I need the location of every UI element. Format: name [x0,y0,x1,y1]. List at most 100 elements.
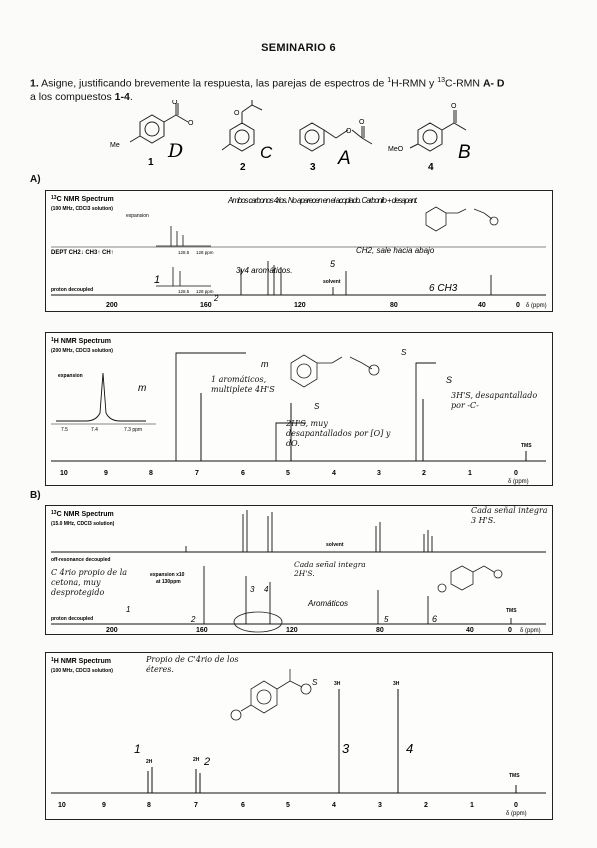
a-c13-expansion-bottom-peaks [156,267,211,287]
a-c13-note-ch3: 6 CH3 [429,283,458,294]
a-c13-exp-tick-3: 128.5 [178,289,190,294]
b-h1-tick-5: 5 [286,802,290,809]
a-h1-tick-4: 4 [332,470,336,477]
b-h1-note-3: 3 [342,741,350,756]
b-h1-tick-8: 8 [147,802,151,809]
compound-1-structure [129,103,189,144]
a-h1-note-ch2: 2H'S, muy desapantallados por [O] y dO. [286,419,391,448]
question-line2: a los compuestos [30,90,115,103]
spectrum-a-c13-plot: 13C NMR Spectrum (100 MHz, CDCl3 solutio… [51,195,547,309]
a-c13-note-2: 2 [213,294,219,303]
b-h1-tick-9: 9 [102,802,106,809]
a-h1-sketch-molecule [290,354,380,388]
a-c13-tick-80: 80 [390,302,398,309]
a-c13-note-ch2: CH2, sale hacia abajo [356,246,435,255]
a-h1-tick-9: 9 [104,470,108,477]
b-h1-tick-1: 1 [470,802,474,809]
a-c13-sketch-molecule [425,206,499,232]
b-c13-tick-0: 0 [508,627,512,634]
a-c13-tick-160: 160 [200,302,212,309]
b-c13-note-cada: Cada señal integra 3 H'S. [471,506,548,525]
compound-3-structure [299,122,373,152]
b-c13-note-cada-senal: Cada señal integra 2H'S. [294,560,366,578]
compound-1-number: 1 [148,157,154,168]
b-c13-subtitle: (15.0 MHz, CDCl3 solution) [51,521,115,527]
b-c13-expansion2: at 130ppm [156,579,181,585]
a-h1-exp-tick-1: 7.5 [61,427,68,433]
a-h1-expansion: expansion [58,373,83,379]
a-c13-solvent: solvent [323,279,341,285]
a-h1-tick-2: 2 [422,470,426,477]
question-number: 1. [30,77,39,90]
compound-3-oxygen: O [346,128,352,135]
b-c13-proton-decoupled: proton decoupled [51,616,93,622]
b-h1-axis-unit: δ (ppm) [506,811,527,817]
a-c13-note-top: Ambos carbonos 4rios. No aparecen en el … [227,196,418,205]
compound-structures: Me O O 1 D O 2 C O O 3 A MeO O 4 B [110,100,471,173]
a-h1-subtitle: (200 MHz, CDCl3 solution) [51,348,113,354]
a-c13-exp-tick-2: 128 ppm [196,250,214,255]
b-h1-tms: TMS [509,773,520,779]
b-h1-note-4: 4 [406,741,413,756]
spectrum-a-h1: 1H NMR Spectrum (200 MHz, CDCl3 solution… [45,332,553,486]
a-c13-tick-0: 0 [516,302,520,309]
a-h1-note-s3: S [446,375,452,385]
a-c13-axis-unit: δ (ppm) [526,303,547,309]
a-h1-peaks [51,393,546,462]
compound-1-letter: D [167,140,183,162]
b-h1-tick-6: 6 [241,802,245,809]
b-c13-note-4: 4 [264,585,269,594]
a-h1-tick-3: 3 [377,470,381,477]
a-h1-title: 1H NMR Spectrum [51,337,111,345]
b-c13-tick-120: 120 [286,627,298,634]
a-c13-subtitle: (100 MHz, CDCl3 solution) [51,206,113,212]
b-c13-note-6: 6 [432,614,437,624]
b-c13-sketch-molecule [437,565,503,593]
compound-4-oxygen: O [451,103,457,110]
a-h1-note-m1: m [138,383,146,394]
a-c13-title: 13C NMR Spectrum [51,195,114,203]
b-h1-note-propio: Propio de C'4rio de los éteres. [146,655,239,674]
b-h1-note-2: 2 [203,756,210,768]
b-c13-axis-unit: δ (ppm) [520,628,541,634]
compound-2-oxygen: O [234,110,240,117]
b-c13-offres: off-resonance decoupled [51,557,110,563]
compound-4-structure [409,110,467,152]
compound-4-letter: B [458,142,471,163]
b-h1-tick-4: 4 [332,802,336,809]
b-h1-peak-label-2: 2H [193,757,200,763]
b-c13-tick-40: 40 [466,627,474,634]
a-h1-note-s1: S [314,402,320,411]
a-h1-tick-8: 8 [149,470,153,477]
a-c13-tick-40: 40 [478,302,486,309]
b-h1-tick-2: 2 [424,802,428,809]
compound-3-number: 3 [310,162,316,173]
a-h1-note-s2: S [401,348,407,357]
a-c13-tick-120: 120 [294,302,306,309]
a-h1-tick-7: 7 [195,470,199,477]
b-h1-tick-10: 10 [58,802,66,809]
b-c13-tick-200: 200 [106,627,118,634]
spectrum-a-c13: 13C NMR Spectrum (100 MHz, CDCl3 solutio… [45,190,553,312]
a-c13-dept: DEPT CH2↓ CH3↑ CH↑ [51,250,114,256]
compound-range: 1-4 [114,90,130,103]
a-c13-note-ar: 3y4 aromáticos. [236,266,292,275]
a-h1-note-arom: 1 aromáticos, multiplete 4H'S [211,375,275,394]
compound-4-number: 4 [428,162,434,173]
spectra-range: A- D [482,77,505,90]
a-h1-axis-unit: δ (ppm) [508,479,529,485]
page-title: SEMINARIO 6 [261,42,336,54]
compound-1-substituent: Me [110,142,120,149]
spectrum-b-c13-plot: 13C NMR Spectrum (15.0 MHz, CDCl3 soluti… [51,506,548,634]
a-h1-integration [175,352,436,461]
a-h1-tick-0: 0 [514,470,518,477]
section-a-label: A) [30,174,41,185]
b-c13-note-3: 3 [250,585,255,594]
spectrum-a-h1-plot: 1H NMR Spectrum (200 MHz, CDCl3 solution… [51,337,546,485]
b-h1-tick-0: 0 [514,802,518,809]
compound-2-structure [221,100,263,152]
b-c13-note-1: 1 [126,605,130,614]
b-c13-note-c4rio: C 4rio propio de la cetona, muy desprote… [51,568,128,597]
a-h1-exp-tick-3: 7.3 ppm [124,427,142,433]
spectrum-b-h1-plot: 1H NMR Spectrum (100 MHz, CDCl3 solution… [51,655,546,817]
